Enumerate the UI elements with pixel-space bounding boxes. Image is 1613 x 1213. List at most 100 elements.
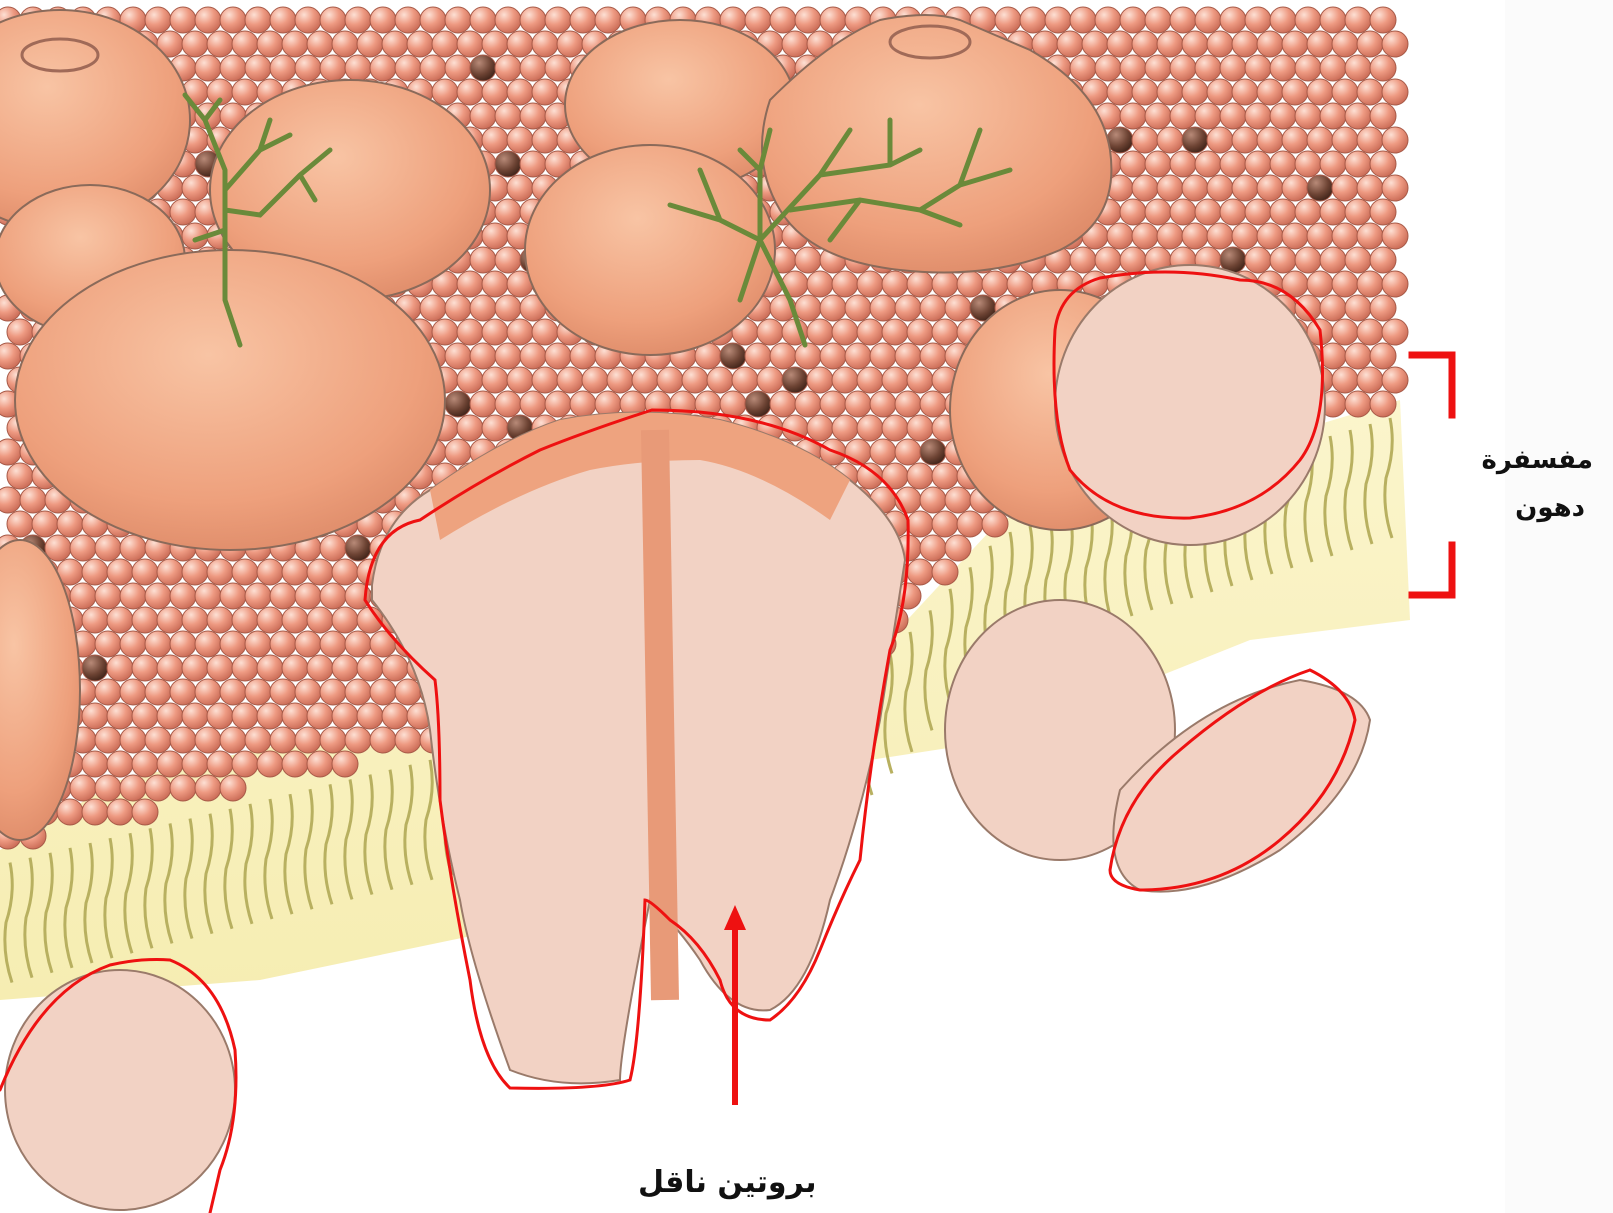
phospholipid-head-icon xyxy=(132,799,158,825)
phospholipid-head-icon xyxy=(7,319,33,345)
phospholipid-head-icon xyxy=(182,559,208,585)
phospholipid-head-icon xyxy=(1107,31,1133,57)
phospholipid-head-icon xyxy=(1220,151,1246,177)
phospholipid-head-icon xyxy=(157,607,183,633)
phospholipid-head-icon xyxy=(257,751,283,777)
phospholipid-head-icon xyxy=(382,31,408,57)
phospholipid-head-icon xyxy=(870,439,896,465)
phospholipid-head-icon xyxy=(295,727,321,753)
phospholipid-head-icon xyxy=(282,703,308,729)
phospholipid-head-icon xyxy=(1057,31,1083,57)
phospholipid-head-icon xyxy=(482,367,508,393)
phospholipid-head-icon xyxy=(1170,199,1196,225)
phospholipid-head-icon xyxy=(745,7,771,33)
phospholipid-head-icon xyxy=(270,631,296,657)
phospholipid-head-icon xyxy=(195,583,221,609)
phospholipid-head-icon xyxy=(145,727,171,753)
phospholipid-head-icon xyxy=(820,343,846,369)
phospholipid-head-icon xyxy=(1195,7,1221,33)
phospholipid-head-icon xyxy=(1232,79,1258,105)
phospholipid-head-icon xyxy=(532,79,558,105)
phospholipid-head-icon xyxy=(445,439,471,465)
phospholipid-head-icon xyxy=(1345,103,1371,129)
phospholipid-head-icon xyxy=(170,679,196,705)
cholesterol-icon xyxy=(445,391,471,417)
phospholipid-head-icon xyxy=(482,127,508,153)
phospholipid-head-icon xyxy=(295,583,321,609)
phospholipid-head-icon xyxy=(532,367,558,393)
phospholipid-head-icon xyxy=(82,751,108,777)
cholesterol-icon xyxy=(720,343,746,369)
phospholipid-head-icon xyxy=(920,295,946,321)
phospholipid-head-icon xyxy=(1307,271,1333,297)
phospholipid-head-icon xyxy=(1345,7,1371,33)
cholesterol-icon xyxy=(470,55,496,81)
phospholipid-head-icon xyxy=(195,727,221,753)
phospholipid-head-icon xyxy=(1157,223,1183,249)
phospholipid-head-icon xyxy=(1307,223,1333,249)
phospholipid-head-icon xyxy=(132,703,158,729)
phospholipid-head-icon xyxy=(1295,103,1321,129)
phospholipid-head-icon xyxy=(857,367,883,393)
phospholipid-head-icon xyxy=(1307,79,1333,105)
phospholipid-head-icon xyxy=(1320,199,1346,225)
phospholipid-head-icon xyxy=(32,511,58,537)
cholesterol-icon xyxy=(782,367,808,393)
phospholipid-head-icon xyxy=(295,55,321,81)
phospholipid-head-icon xyxy=(932,271,958,297)
phospholipid-head-icon xyxy=(182,751,208,777)
phospholipid-head-icon xyxy=(1320,103,1346,129)
phospholipid-head-icon xyxy=(895,391,921,417)
phospholipid-head-icon xyxy=(820,391,846,417)
phospholipid-head-icon xyxy=(1295,7,1321,33)
phospholipid-head-icon xyxy=(1120,199,1146,225)
phospholipid-head-icon xyxy=(1357,319,1383,345)
phospholipid-head-icon xyxy=(482,31,508,57)
phospholipid-head-icon xyxy=(207,31,233,57)
phospholipid-head-icon xyxy=(832,367,858,393)
phospholipid-head-icon xyxy=(1320,247,1346,273)
phospholipid-head-icon xyxy=(120,727,146,753)
phospholipid-head-icon xyxy=(320,55,346,81)
phospholipid-head-icon xyxy=(1295,295,1321,321)
phospholipid-head-icon xyxy=(1220,199,1246,225)
phospholipid-head-icon xyxy=(70,583,96,609)
phospholipid-head-icon xyxy=(220,775,246,801)
phospholipid-head-icon xyxy=(257,607,283,633)
phospholipid-head-icon xyxy=(1207,31,1233,57)
phospholipid-head-icon xyxy=(282,655,308,681)
phospholipid-head-icon xyxy=(145,679,171,705)
phospholipid-head-icon xyxy=(232,31,258,57)
phospholipid-head-icon xyxy=(1357,271,1383,297)
cholesterol-icon xyxy=(345,535,371,561)
phospholipid-head-icon xyxy=(120,583,146,609)
phospholipid-head-icon xyxy=(170,199,196,225)
phospholipid-head-icon xyxy=(470,343,496,369)
phospholipid-head-icon xyxy=(982,511,1008,537)
phospholipid-head-icon xyxy=(1220,103,1246,129)
phospholipid-head-icon xyxy=(232,559,258,585)
phospholipid-head-icon xyxy=(1120,247,1146,273)
phospholipid-head-icon xyxy=(1157,175,1183,201)
phospholipid-head-icon xyxy=(545,55,571,81)
phospholipid-head-icon xyxy=(1382,31,1408,57)
phospholipid-head-icon xyxy=(82,799,108,825)
phospholipid-head-icon xyxy=(120,679,146,705)
phospholipid-head-icon xyxy=(332,655,358,681)
cholesterol-icon xyxy=(1307,175,1333,201)
phospholipid-head-icon xyxy=(1320,7,1346,33)
phospholipid-head-icon xyxy=(1332,271,1358,297)
phospholipid-head-icon xyxy=(482,415,508,441)
phospholipid-head-icon xyxy=(1370,391,1396,417)
phospholipid-head-icon xyxy=(507,79,533,105)
phospholipid-head-icon xyxy=(1332,367,1358,393)
phospholipid-head-icon xyxy=(1357,367,1383,393)
phospholipid-head-icon xyxy=(95,631,121,657)
phospholipid-head-icon xyxy=(1020,7,1046,33)
phospholipid-head-icon xyxy=(157,751,183,777)
phospholipid-head-icon xyxy=(1120,151,1146,177)
phospholipid-head-icon xyxy=(807,319,833,345)
phospholipid-head-icon xyxy=(1295,199,1321,225)
phospholipid-head-icon xyxy=(182,703,208,729)
